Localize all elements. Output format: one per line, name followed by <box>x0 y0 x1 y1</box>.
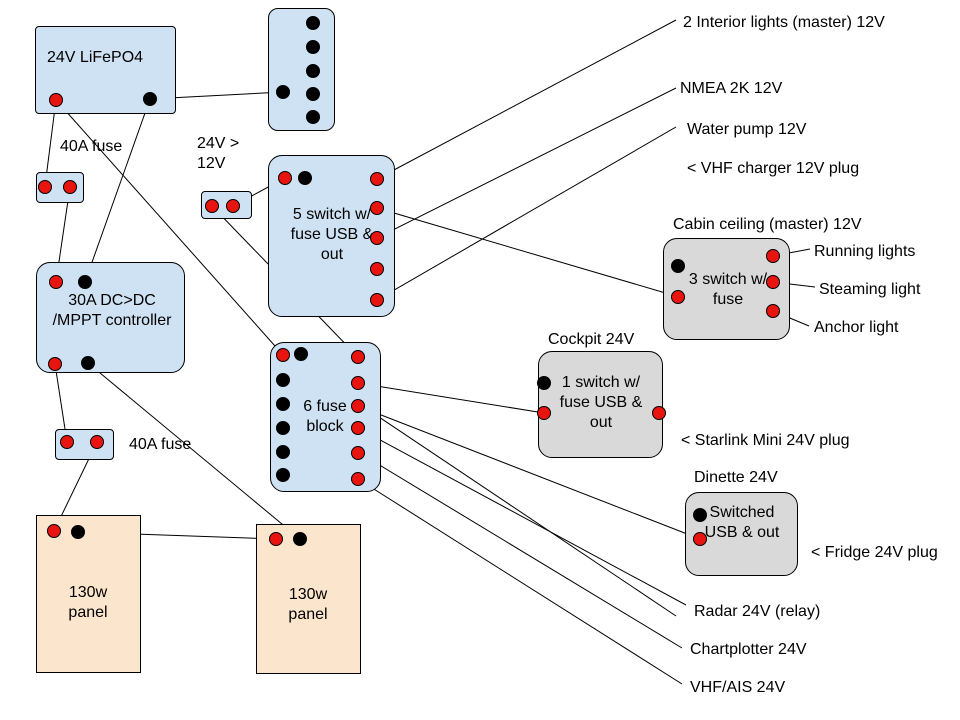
cockpit-label: Cockpit 24V <box>548 331 635 348</box>
switch3-terminal <box>766 249 780 263</box>
switch-input-terminal <box>278 171 292 185</box>
load-anchor-light: Anchor light <box>814 319 899 336</box>
switch-output-terminal <box>370 262 384 276</box>
panel-left-label: 130w panel <box>68 584 108 621</box>
bus-terminal <box>306 87 320 101</box>
fuse-block-input <box>276 348 290 362</box>
converter-terminal <box>205 199 219 213</box>
panel-terminal <box>269 532 283 546</box>
solar-panel-right <box>256 524 361 674</box>
switch1-terminal <box>537 376 551 390</box>
fuse-block-ground <box>276 445 290 459</box>
switch3-terminal <box>766 304 780 318</box>
fuse-block-ground <box>276 421 290 435</box>
fuse-block-ground <box>276 397 290 411</box>
top-fuse-label: 40A fuse <box>60 138 123 155</box>
switch-panel-1-label: 1 switch w/ fuse USB & out <box>559 374 643 431</box>
wire <box>357 427 687 606</box>
wire <box>357 402 677 617</box>
dinette-terminal <box>693 532 707 546</box>
load-nmea: NMEA 2K 12V <box>680 80 783 97</box>
load-fridge: < Fridge 24V plug <box>811 544 938 561</box>
wire <box>87 362 301 540</box>
switch-panel-5-label: 5 switch w/ fuse USB & out <box>290 206 374 263</box>
load-radar: Radar 24V (relay) <box>694 603 821 620</box>
load-vhf-charger: < VHF charger 12V plug <box>687 160 860 177</box>
bus-terminal <box>276 85 290 99</box>
panel-terminal <box>71 525 85 539</box>
switch1-terminal <box>652 406 666 420</box>
wire <box>357 382 545 414</box>
panel-terminal <box>293 532 307 546</box>
wire <box>84 98 151 283</box>
switch3-terminal <box>766 275 780 289</box>
converter-terminal <box>226 199 240 213</box>
wire <box>376 207 680 298</box>
controller-terminal <box>78 275 92 289</box>
converter-label: 24V > 12V <box>197 135 240 172</box>
load-interior-lights: 2 Interior lights (master) 12V <box>683 14 885 31</box>
switch-panel-1 <box>538 351 663 458</box>
load-running-lights: Running lights <box>814 243 916 260</box>
bus-terminal <box>306 16 320 30</box>
fuse-terminal <box>63 180 77 194</box>
controller-terminal <box>49 275 63 289</box>
dinette-terminal <box>693 508 707 522</box>
dinette-label: Dinette 24V <box>694 469 778 486</box>
switch-input-terminal <box>298 171 312 185</box>
load-steaming-light: Steaming light <box>819 281 921 298</box>
controller-label: 30A DC>DC /MPPT controller <box>52 292 172 329</box>
controller-terminal <box>48 357 62 371</box>
wire <box>357 451 683 649</box>
fuse-block-output <box>351 376 365 390</box>
switch-panel-3-label: 3 switch w/ fuse <box>688 271 768 308</box>
wire <box>376 19 677 180</box>
fuse-terminal <box>38 180 52 194</box>
wire <box>44 99 57 187</box>
fuse-block-ground <box>276 468 290 482</box>
wire <box>55 99 284 356</box>
fuse-block-output <box>351 350 365 364</box>
bottom-fuse-label: 40A fuse <box>129 436 192 453</box>
fuse-block-output <box>351 472 365 486</box>
load-vhf-ais: VHF/AIS 24V <box>690 679 786 696</box>
switch-output-terminal <box>370 172 384 186</box>
fuse-terminal <box>60 435 74 449</box>
fuse-block-output <box>351 399 365 413</box>
solar-panel-left <box>36 515 141 673</box>
fuse-block-6 <box>270 342 381 492</box>
bus-terminal <box>306 64 320 78</box>
wire <box>376 126 677 301</box>
bus-terminal <box>306 110 320 124</box>
fuse-block-input <box>294 347 308 361</box>
panel-right-label: 130w panel <box>288 586 328 623</box>
bus-terminal <box>306 40 320 54</box>
negative-bus-bar <box>268 8 335 131</box>
wire <box>357 478 683 685</box>
controller-terminal <box>81 356 95 370</box>
fuse-block-ground <box>276 373 290 387</box>
fuse-terminal <box>90 435 104 449</box>
fuse-block-label: 6 fuse block <box>303 398 347 435</box>
fuse-block-output <box>351 446 365 460</box>
switch1-terminal <box>537 406 551 420</box>
cabin-ceiling-label: Cabin ceiling (master) 12V <box>673 216 862 233</box>
load-chartplotter: Chartplotter 24V <box>690 641 807 658</box>
switch-output-terminal <box>370 231 384 245</box>
battery-label: 24V LiFePO4 <box>47 49 144 66</box>
switch3-terminal <box>671 259 685 273</box>
load-water-pump: Water pump 12V <box>687 121 807 138</box>
load-starlink: < Starlink Mini 24V plug <box>681 432 850 449</box>
dinette-switch-label: Switched USB & out <box>704 504 780 541</box>
battery-positive-terminal <box>49 93 63 107</box>
switch-output-terminal <box>370 201 384 215</box>
wire <box>376 87 677 239</box>
battery-negative-terminal <box>143 92 157 106</box>
wire <box>357 405 701 540</box>
switch-output-terminal <box>370 293 384 307</box>
fuse-block-output <box>351 421 365 435</box>
panel-terminal <box>47 524 61 538</box>
switch3-terminal <box>671 290 685 304</box>
